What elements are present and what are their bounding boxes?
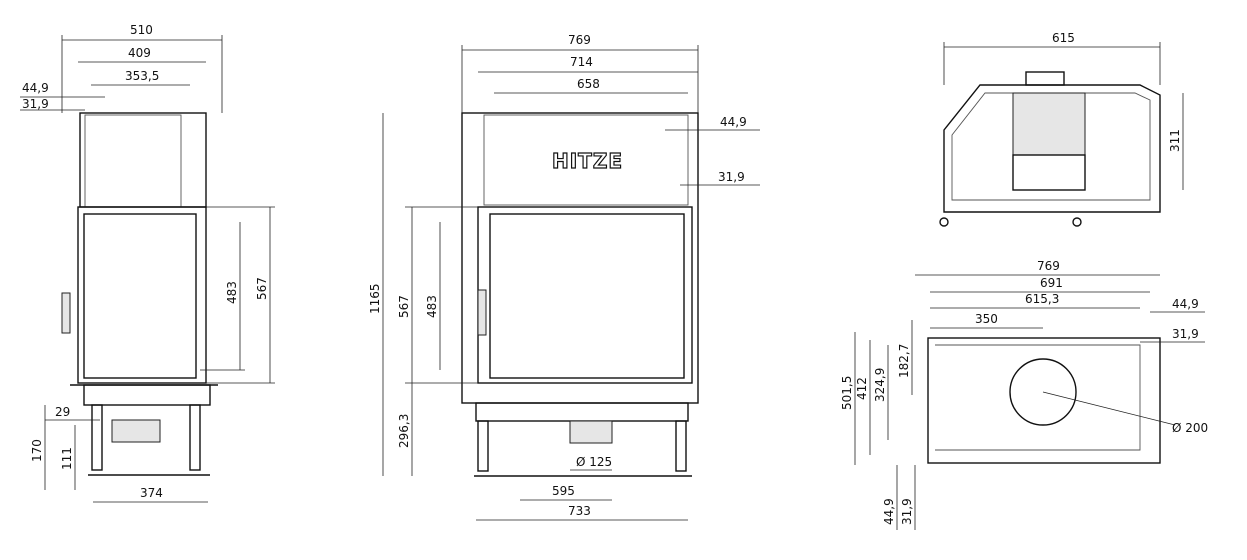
dim-29: 29	[55, 405, 70, 419]
dim-615: 615	[1052, 31, 1075, 45]
dim-567: 567	[397, 295, 411, 318]
dim-44-9: 44,9	[720, 115, 747, 129]
dim-324-9: 324,9	[873, 368, 887, 402]
dim-412: 412	[855, 377, 869, 400]
dim-182-7: 182,7	[897, 344, 911, 378]
dim-111: 111	[60, 447, 74, 470]
dim-31-9: 31,9	[1172, 327, 1199, 341]
dim-595: 595	[552, 484, 575, 498]
top-section-view: 615 311	[939, 31, 1184, 227]
dim-bottom-31-9: 31,9	[900, 498, 914, 525]
dim-769: 769	[568, 33, 591, 47]
dim-714: 714	[570, 55, 593, 69]
side-view: HITZE 769 714 658 44,9 31,9 1165 567 483…	[368, 33, 760, 521]
dim-170: 170	[30, 439, 44, 462]
dim-691: 691	[1040, 276, 1063, 290]
brand-logo: HITZE	[552, 149, 623, 173]
dim-31-9: 31,9	[22, 97, 49, 111]
dim-296-3: 296,3	[397, 414, 411, 448]
dim-658: 658	[577, 77, 600, 91]
dim-31-9: 31,9	[718, 170, 745, 184]
plan-view: Ø 200 769 691 615,3 350 44,9 31,9 501,5 …	[840, 259, 1208, 530]
dim-483: 483	[425, 295, 439, 318]
dim-769: 769	[1037, 259, 1060, 273]
door-handle	[477, 289, 487, 336]
dim-409: 409	[128, 46, 151, 60]
dim-501-5: 501,5	[840, 376, 854, 410]
dim-353-5: 353,5	[125, 69, 159, 83]
dim-615-3: 615,3	[1025, 292, 1059, 306]
dim-733: 733	[568, 504, 591, 518]
dim-1165: 1165	[368, 283, 382, 314]
dim-510: 510	[130, 23, 153, 37]
dim-flue-125: Ø 125	[576, 455, 612, 469]
dim-44-9: 44,9	[1172, 297, 1199, 311]
front-view: 510 409 353,5 44,9 31,9 567 483 29 170 1…	[20, 23, 275, 503]
dim-567: 567	[255, 277, 269, 300]
dim-483: 483	[225, 281, 239, 304]
dim-350: 350	[975, 312, 998, 326]
dim-44-9: 44,9	[22, 81, 49, 95]
door-handle	[61, 292, 71, 334]
dim-311: 311	[1168, 129, 1182, 152]
dim-bottom-44-9: 44,9	[882, 498, 896, 525]
dim-flue-200: Ø 200	[1172, 421, 1208, 435]
dim-374: 374	[140, 486, 163, 500]
